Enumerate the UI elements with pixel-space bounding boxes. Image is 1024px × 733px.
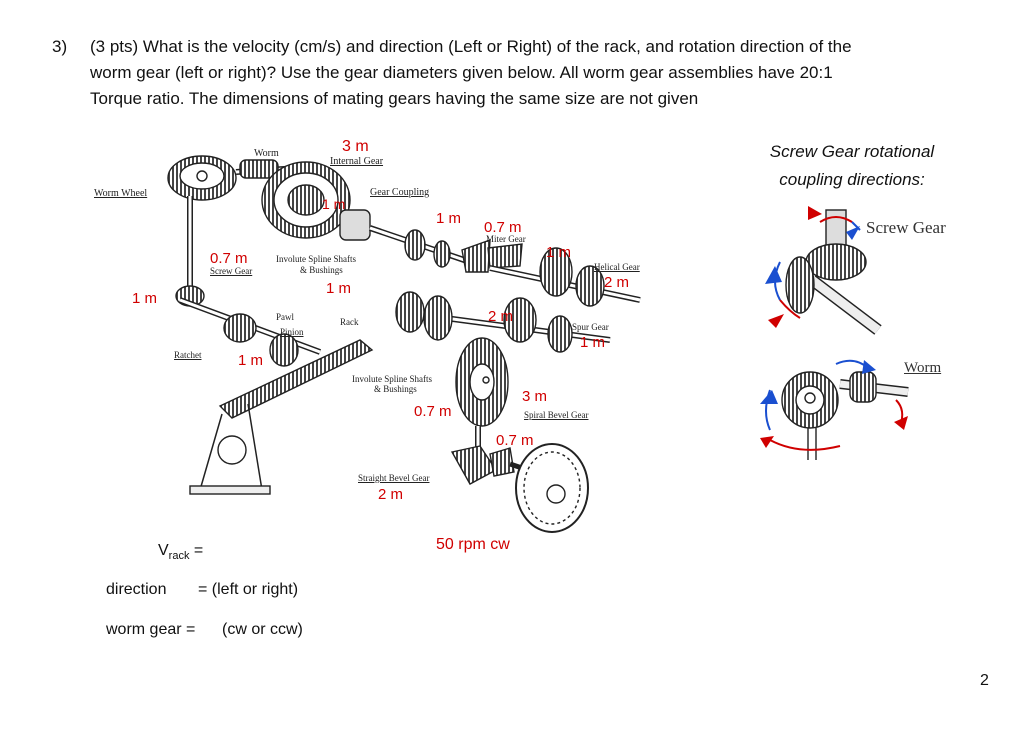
label-worm-wheel: Worm Wheel: [94, 188, 148, 199]
label-worm: Worm: [254, 148, 279, 159]
label-ratchet: Ratchet: [174, 350, 202, 360]
dim-miter: 0.7 m: [484, 219, 522, 236]
dim-worm-wheel: 1 m: [132, 290, 158, 307]
label-bushings-2: & Bushings: [374, 384, 417, 394]
question-line-3: Torque ratio. The dimensions of mating g…: [90, 89, 699, 108]
helical-gear-drawing: [539, 247, 573, 297]
label-pinion: Pinion: [280, 327, 304, 337]
v-rack-line: Vrack =: [158, 542, 203, 562]
dim-spur: 1 m: [580, 334, 606, 351]
label-spiral-bevel-gear: Spiral Bevel Gear: [524, 410, 589, 420]
dim-straight-bevel: 2 m: [378, 486, 404, 503]
dim-spiral-bevel: 3 m: [522, 388, 548, 405]
v-rack-subscript: rack: [168, 550, 190, 563]
label-screw-gear: Screw Gear: [210, 266, 253, 276]
side-title-line-1: Screw Gear rotational: [769, 142, 935, 161]
direction-value: = (left or right): [198, 581, 299, 598]
dim-mid-gear: 2 m: [488, 308, 514, 325]
input-speed: 50 rpm cw: [436, 536, 510, 553]
label-pawl: Pawl: [276, 312, 294, 322]
label-miter-gear: Miter Gear: [486, 234, 526, 244]
boy-figure: [217, 435, 247, 465]
dim-screw-gear: 0.7 m: [210, 250, 248, 267]
dim-bevel-right: 0.7 m: [496, 432, 534, 449]
side-label-screw-gear: Screw Gear: [866, 218, 946, 237]
dim-bevel-left: 0.7 m: [414, 403, 452, 420]
pinion-drawing: [269, 333, 299, 367]
question-text: (3 pts) What is the velocity (cm/s) and …: [90, 34, 990, 112]
side-title-line-2: coupling directions:: [779, 170, 925, 189]
label-involute-spline-1: Involute Spline Shafts: [276, 254, 356, 264]
dim-helical: 2 m: [604, 274, 630, 291]
worm-drawing: [239, 159, 279, 179]
direction-label: direction: [106, 581, 167, 598]
rack-drawing: [218, 339, 374, 419]
label-helical-gear: Helical Gear: [594, 262, 640, 272]
question-line-2: worm gear (left or right)? Use the gear …: [90, 63, 833, 82]
dim-helical-top: 1 m: [546, 244, 572, 261]
miter-gear-drawing: [461, 238, 491, 273]
straight-bevel-gear-drawing: [450, 445, 498, 485]
dim-internal-gear: 3 m: [342, 138, 369, 155]
dim-involute: 1 m: [326, 280, 352, 297]
v-rack-symbol: V: [158, 542, 169, 559]
worm-panel-drawing: [781, 371, 909, 460]
worm-gear-value: (cw or ccw): [222, 621, 303, 638]
side-label-worm: Worm: [904, 360, 942, 376]
dim-pinion: 1 m: [238, 352, 264, 369]
screw-gear-panel-drawing: [785, 209, 882, 335]
question-number: 3): [52, 37, 68, 56]
label-internal-gear: Internal Gear: [330, 156, 384, 167]
v-rack-equals: =: [189, 542, 204, 559]
dim-worm: 1 m: [322, 196, 346, 212]
ratchet-drawing: [223, 313, 257, 343]
label-bushings-1: & Bushings: [300, 265, 343, 275]
label-straight-bevel-gear: Straight Bevel Gear: [358, 473, 430, 483]
label-gear-coupling: Gear Coupling: [370, 187, 430, 198]
question-line-1: (3 pts) What is the velocity (cm/s) and …: [90, 37, 852, 56]
page-number: 2: [980, 672, 989, 689]
spur-gear-drawing: [547, 315, 573, 353]
side-panel-title: Screw Gear rotational coupling direction…: [742, 138, 962, 194]
dim-coupling: 1 m: [436, 210, 462, 227]
label-involute-spline-2: Involute Spline Shafts: [352, 374, 432, 384]
worm-gear-label: worm gear =: [106, 621, 196, 638]
label-rack: Rack: [340, 317, 359, 327]
label-spur-gear: Spur Gear: [572, 322, 609, 332]
